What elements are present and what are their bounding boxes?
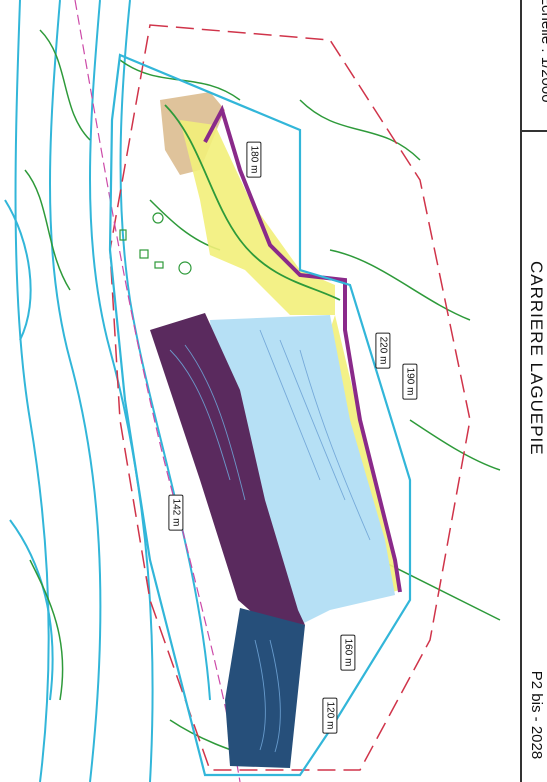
altitude-label-180: 180 m (246, 141, 262, 178)
road-line (74, 0, 241, 782)
plan-code: P2 bis - 2028 (528, 670, 545, 760)
contour-lines (169, 329, 371, 753)
altitude-label-142: 142 m (168, 494, 184, 531)
yellow-strip (330, 315, 400, 595)
hamlet-buildings (119, 212, 192, 275)
works-outline (164, 104, 341, 301)
altitude-label-220: 220 m (375, 332, 391, 369)
altitude-label-120: 120 m (322, 697, 338, 734)
scale-label: Echelle : 1/2000 (538, 0, 547, 103)
outer-track (108, 53, 412, 777)
river-lines (4, 0, 211, 782)
altitude-label-190: 190 m (402, 363, 418, 400)
frame-divider (520, 130, 547, 132)
altitude-label-160: 160 m (340, 634, 356, 671)
dark-blue-zone (225, 608, 305, 768)
map-title: CARRIERE LAGUEPIE (527, 261, 546, 456)
perimeter-boundary (109, 24, 471, 771)
frame-border (520, 0, 522, 782)
purple-zone (150, 313, 305, 625)
